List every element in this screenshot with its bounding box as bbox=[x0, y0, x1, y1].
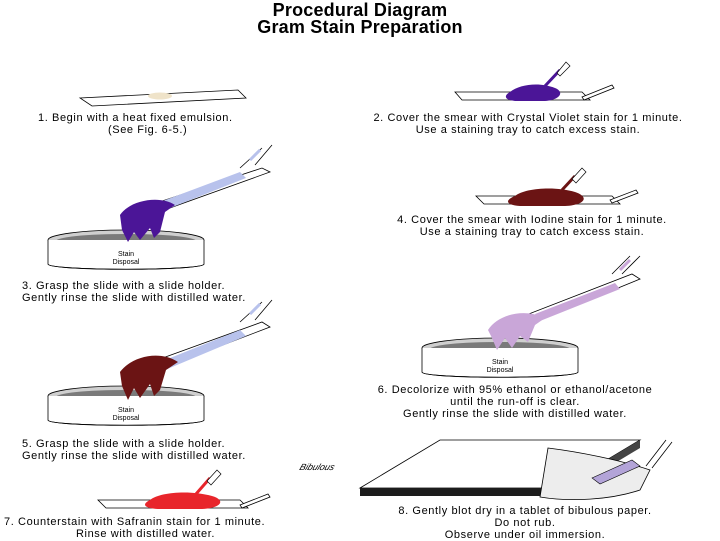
step-6-line-1: 6. Decolorize with 95% ethanol or ethano… bbox=[377, 384, 653, 396]
step-8-blot-illustration: Bibulous bbox=[298, 439, 673, 501]
iodine-runoff bbox=[120, 355, 178, 400]
step-3-caption: 3. Grasp the slide with a slide holder. … bbox=[22, 280, 246, 304]
step-2-crystal-violet-illustration bbox=[454, 61, 615, 101]
step-3-rinse-illustration: Stain Disposal bbox=[47, 144, 273, 270]
step-7-caption: 7. Counterstain with Safranin stain for … bbox=[4, 516, 265, 540]
step-6-caption: 6. Decolorize with 95% ethanol or ethano… bbox=[340, 384, 690, 420]
step-4-iodine-illustration bbox=[475, 167, 639, 206]
step-6-line-2: until the run-off is clear. bbox=[450, 396, 580, 408]
crystal-violet-stain bbox=[505, 84, 561, 101]
step-4-line-1: 4. Cover the smear with Iodine stain for… bbox=[397, 214, 667, 226]
step-7-line-1: 7. Counterstain with Safranin stain for … bbox=[4, 516, 266, 528]
bibulous-tablet-label: Bibulous bbox=[298, 462, 336, 472]
step-8-line-1: 8. Gently blot dry in a tablet of bibulo… bbox=[398, 505, 652, 517]
step-1-line-1: 1. Begin with a heat fixed emulsion. bbox=[38, 112, 233, 124]
step-2-line-2: Use a staining tray to catch excess stai… bbox=[415, 124, 641, 136]
step-3-line-2: Gently rinse the slide with distilled wa… bbox=[22, 292, 246, 304]
stain-disposal-label-2: Disposal bbox=[487, 367, 514, 374]
step-7-line-2: Rinse with distilled water. bbox=[76, 528, 216, 540]
step-5-rinse-illustration: Stain Disposal bbox=[47, 299, 273, 426]
safranin-stain bbox=[145, 492, 221, 509]
step-2-line-1: 2. Cover the smear with Crystal Violet s… bbox=[373, 112, 683, 124]
step-7-safranin-illustration bbox=[97, 469, 271, 509]
ethanol-runoff bbox=[488, 313, 545, 350]
step-1-slide-illustration bbox=[78, 89, 247, 107]
page-title: Procedural Diagram Gram Stain Preparatio… bbox=[0, 0, 720, 37]
step-3-line-1: 3. Grasp the slide with a slide holder. bbox=[22, 280, 226, 292]
step-8-line-2: Do not rub. bbox=[494, 517, 556, 529]
heat-fixed-emulsion bbox=[148, 92, 172, 100]
step-4-caption: 4. Cover the smear with Iodine stain for… bbox=[352, 214, 712, 238]
step-8-line-3: Observe under oil immersion. bbox=[444, 529, 606, 541]
stain-disposal-label: Stain bbox=[492, 359, 508, 366]
step-6-line-3: Gently rinse the slide with distilled wa… bbox=[403, 408, 627, 420]
title-line-1: Procedural Diagram bbox=[272, 0, 448, 20]
stain-disposal-label-2: Disposal bbox=[113, 415, 140, 422]
step-1-line-2: (See Fig. 6-5.) bbox=[108, 124, 188, 136]
step-8-caption: 8. Gently blot dry in a tablet of bibulo… bbox=[340, 505, 710, 541]
step-6-decolorize-illustration: Stain Disposal bbox=[421, 255, 641, 378]
slide-holder-handle bbox=[581, 84, 615, 101]
stain-disposal-label: Stain bbox=[118, 251, 134, 258]
step-4-line-2: Use a staining tray to catch excess stai… bbox=[419, 226, 645, 238]
crystal-violet-runoff bbox=[120, 199, 175, 242]
step-2-caption: 2. Cover the smear with Crystal Violet s… bbox=[338, 112, 718, 136]
step-1-caption: 1. Begin with a heat fixed emulsion. (Se… bbox=[38, 112, 233, 136]
iodine-stain bbox=[508, 188, 584, 206]
stain-disposal-label: Stain bbox=[118, 407, 134, 414]
step-5-caption: 5. Grasp the slide with a slide holder. … bbox=[22, 438, 246, 462]
stain-disposal-label-2: Disposal bbox=[113, 259, 140, 266]
title-line-2: Gram Stain Preparation bbox=[257, 17, 463, 37]
step-5-line-2: Gently rinse the slide with distilled wa… bbox=[22, 450, 246, 462]
step-5-line-1: 5. Grasp the slide with a slide holder. bbox=[22, 438, 226, 450]
